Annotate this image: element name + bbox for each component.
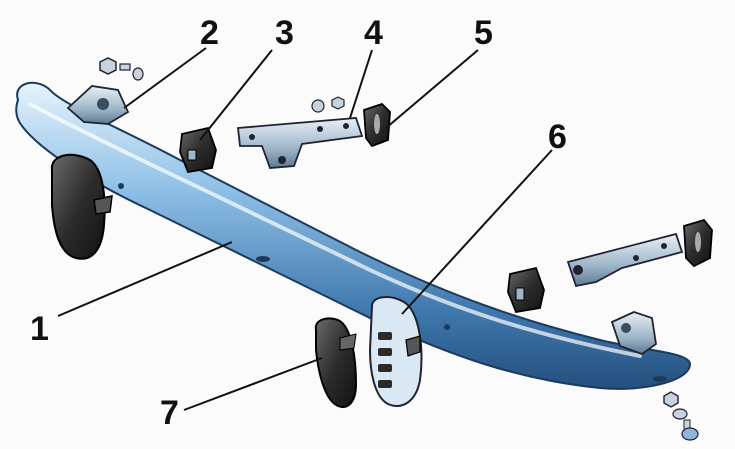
callout-3: 3	[275, 14, 294, 52]
bumper-bolt-hole	[653, 376, 667, 382]
bumper-bolt-hole	[256, 256, 270, 262]
leader-line-5	[385, 49, 479, 129]
leader-line-1	[57, 241, 233, 317]
loose-rubber-pad	[314, 317, 358, 408]
bumper-bolt-hole	[118, 183, 124, 189]
left-rubber-pad	[363, 102, 391, 148]
right-mounted-guard	[368, 296, 423, 407]
callout-5: 5	[474, 14, 493, 52]
callout-7: 7	[160, 394, 179, 432]
leader-line-2	[123, 47, 207, 109]
bumper-bolt-hole	[444, 324, 450, 330]
right-bolt-stack	[663, 391, 699, 441]
leader-line-7	[183, 357, 323, 411]
left-long-bracket	[237, 96, 364, 169]
right-rubber-pad	[683, 218, 713, 268]
callout-6: 6	[548, 118, 567, 156]
right-clamp	[507, 266, 545, 314]
left-mounting-bracket	[66, 57, 144, 125]
leader-line-6	[401, 149, 553, 315]
callout-1: 1	[30, 310, 49, 348]
leader-lines	[57, 47, 553, 411]
leader-line-4	[349, 49, 373, 119]
left-clamp	[179, 126, 217, 174]
right-long-bracket	[566, 232, 684, 288]
callout-4: 4	[364, 14, 383, 52]
leader-line-3	[199, 49, 273, 141]
right-mounting-bracket	[610, 311, 657, 356]
left-rubber-guard	[50, 153, 113, 260]
callout-2: 2	[200, 14, 219, 52]
